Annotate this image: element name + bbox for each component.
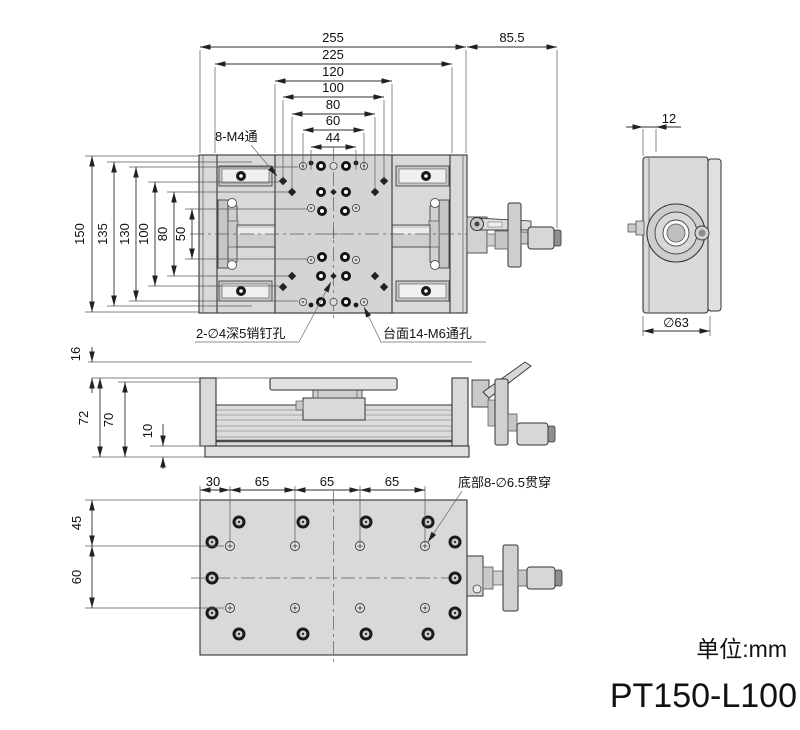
m6-through-holes [316, 161, 351, 307]
counterbore-rings [298, 160, 369, 308]
dim-135-label: 135 [95, 223, 110, 245]
top-view-callouts: 8-M4通 2-∅4深5销钉孔 台面14-M6通孔 [195, 129, 486, 343]
handwheel [646, 203, 710, 263]
front-view: 16 72 70 10 [68, 347, 556, 469]
dim-16-label: 16 [68, 347, 83, 361]
crank-knob-bottom [526, 566, 556, 590]
grease-nipple [627, 220, 645, 236]
bottom-screw-holes [205, 515, 462, 641]
dim-overall-depth-label: 150 [72, 223, 87, 245]
crank-knob-front [516, 422, 549, 446]
right-end-plate [451, 377, 469, 447]
dim-65b-label: 65 [320, 474, 334, 489]
dim-100-label: 100 [322, 80, 344, 95]
table-spacer [312, 389, 363, 399]
model-title: PT150-L100 [610, 677, 797, 715]
clamp-lever-top [476, 217, 532, 231]
dim-120-label: 120 [322, 64, 344, 79]
side-view-plate [707, 158, 722, 312]
top-view [190, 147, 562, 320]
dia6-5-through-holes [225, 541, 430, 613]
dim-70-label: 70 [101, 413, 116, 427]
front-view-dims: 16 72 70 10 [68, 347, 208, 469]
dim-80-label: 80 [326, 97, 340, 112]
units-note: 单位:mm [696, 636, 787, 662]
dim-dia63-label: ∅63 [663, 315, 689, 330]
side-view-dims: 12 ∅63 [626, 111, 711, 336]
base-plate-front [204, 445, 470, 458]
crank-assembly-top [466, 202, 562, 268]
center-cross [328, 229, 339, 239]
rail-slots [218, 165, 450, 302]
dim-10-label: 10 [140, 424, 155, 438]
bottom-view-dims: 30 65 65 65 45 60 底部8-∅6.5贯穿 [69, 474, 551, 609]
crank-knob-top [527, 226, 555, 250]
top-view-vertical-dims: 150 135 130 100 80 50 [72, 155, 307, 313]
side-view: 12 ∅63 [626, 111, 722, 336]
dim-65c-label: 65 [385, 474, 399, 489]
carriage-block [302, 397, 366, 421]
dim-60-label: 60 [69, 570, 84, 584]
dim-v100-label: 100 [136, 223, 151, 245]
top-view-horizontal-dims: 255 85.5 225 120 100 80 60 44 [199, 30, 558, 228]
callout-m4-label: 8-M4通 [215, 129, 258, 144]
left-end-plate [199, 377, 217, 447]
dowel-pin-holes [330, 188, 337, 280]
dim-45-label: 45 [69, 516, 84, 530]
dim-v80-label: 80 [155, 227, 170, 241]
dim-30-label: 30 [206, 474, 220, 489]
dim-72-label: 72 [76, 411, 91, 425]
dim-44-label: 44 [326, 130, 340, 145]
crank-assembly-bottom [466, 544, 563, 612]
dim-12-label: 12 [662, 111, 676, 126]
bottom-view: 30 65 65 65 45 60 底部8-∅6.5贯穿 [69, 474, 563, 664]
callout-pin-label: 2-∅4深5销钉孔 [196, 326, 285, 341]
m4-tapped-holes [278, 176, 389, 292]
dim-overall-width-label: 255 [322, 30, 344, 45]
callout-bottom-holes-label: 底部8-∅6.5贯穿 [458, 475, 551, 490]
table-plate-front [269, 377, 398, 391]
dim-65a-label: 65 [255, 474, 269, 489]
dim-225-label: 225 [322, 47, 344, 62]
slot-screws [236, 171, 431, 296]
dim-60-label: 60 [326, 113, 340, 128]
dim-130-label: 130 [117, 223, 132, 245]
dim-handle-extension-label: 85.5 [499, 30, 524, 45]
dim-v50-label: 50 [173, 227, 188, 241]
callout-m6-label: 台面14-M6通孔 [383, 326, 472, 341]
crank-assembly-front [487, 378, 556, 446]
